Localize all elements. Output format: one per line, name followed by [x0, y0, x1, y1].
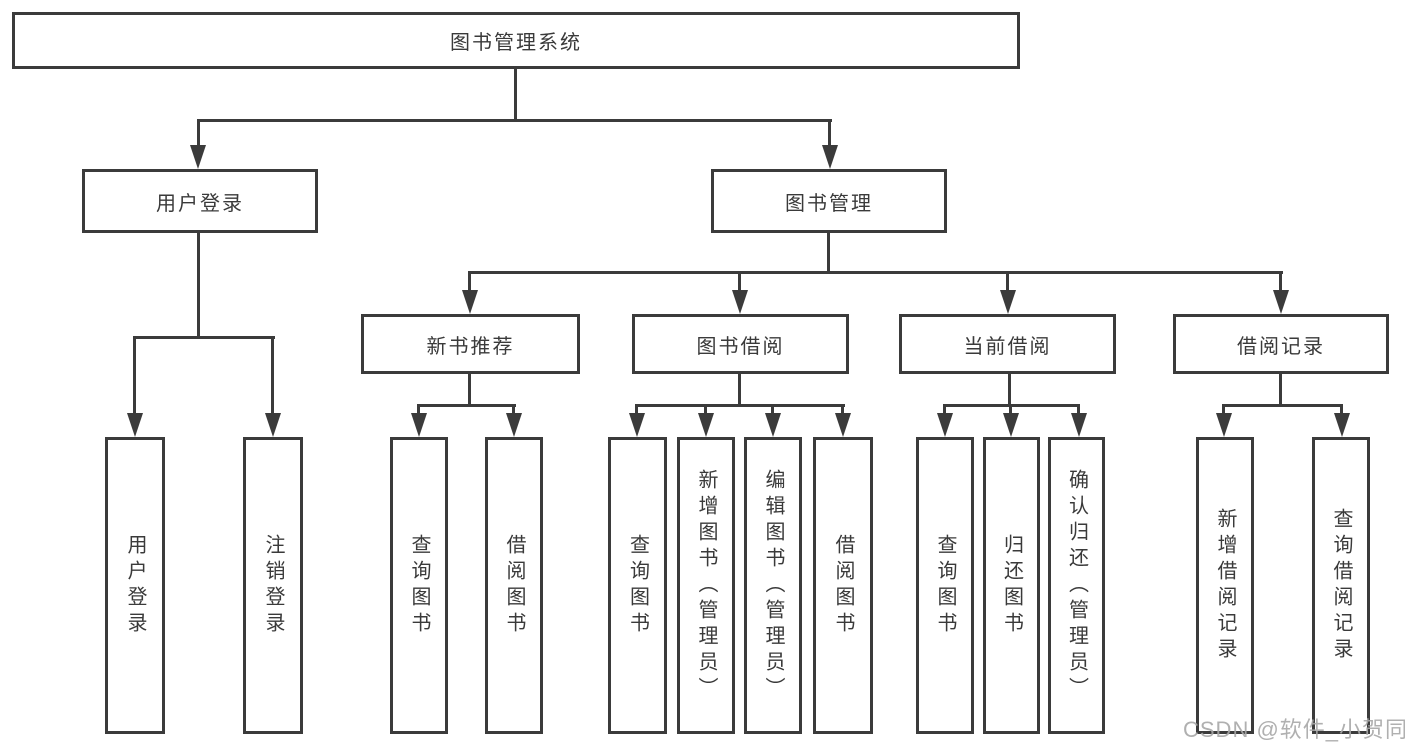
arrow-down-icon: [1273, 290, 1289, 314]
connector-borrowing-drop-1: [635, 404, 638, 415]
leaf-label: 查询图书: [934, 533, 956, 638]
arrow-down-icon: [462, 290, 478, 314]
connector-root-rail: [197, 119, 832, 122]
leaf-label: 确认归还（管理员）: [1065, 468, 1088, 703]
leaf-return-books: 归还图书: [983, 437, 1040, 734]
leaf-label: 编辑图书（管理员）: [762, 468, 784, 703]
arrow-down-icon: [506, 413, 522, 437]
node-new-book-recommendation: 新书推荐: [361, 314, 580, 374]
arrow-down-icon: [1003, 413, 1019, 437]
connector-recommend-drop-2: [512, 404, 515, 415]
node-book-borrowing: 图书借阅: [632, 314, 849, 374]
connector-records-rail: [1222, 404, 1343, 407]
connector-records-drop-2: [1340, 404, 1343, 415]
leaf-query-books-borrowing: 查询图书: [608, 437, 667, 734]
leaf-confirm-return-admin: 确认归还（管理员）: [1048, 437, 1105, 734]
arrow-down-icon: [190, 145, 206, 169]
connector-userlogin-drop-1: [133, 336, 136, 415]
node-borrowing-records: 借阅记录: [1173, 314, 1389, 374]
connector-recommend-stem: [468, 374, 471, 406]
connector-userlogin-drop-2: [271, 336, 274, 415]
leaf-label: 查询借阅记录: [1330, 507, 1352, 664]
node-label: 图书借阅: [696, 335, 785, 358]
leaf-label: 新增借阅记录: [1214, 507, 1236, 664]
csdn-watermark: CSDN @软件_小贺同学: [1183, 717, 1405, 742]
connector-borrowing-drop-2: [704, 404, 707, 415]
node-label: 借阅记录: [1237, 335, 1325, 358]
leaf-label: 注销登录: [262, 533, 284, 638]
connector-bookmgmt-drop-1: [468, 271, 471, 292]
connector-borrowing-stem: [738, 374, 741, 406]
leaf-label: 查询图书: [408, 533, 430, 638]
arrow-down-icon: [265, 413, 281, 437]
connector-recommend-rail: [417, 404, 516, 407]
connector-borrowing-drop-4: [841, 404, 844, 415]
connector-root-drop-left: [197, 119, 200, 147]
arrow-down-icon: [1071, 413, 1087, 437]
arrow-down-icon: [1216, 413, 1232, 437]
connector-current-stem: [1008, 374, 1011, 406]
node-label: 图书管理: [785, 192, 873, 215]
connector-bookmgmt-drop-4: [1279, 271, 1282, 292]
leaf-label: 借阅图书: [832, 533, 854, 638]
leaf-logout: 注销登录: [243, 437, 303, 734]
connector-records-drop-1: [1222, 404, 1225, 415]
arrow-down-icon: [127, 413, 143, 437]
leaf-query-books-recommend: 查询图书: [390, 437, 448, 734]
leaf-label: 归还图书: [1000, 533, 1023, 638]
connector-bookmgmt-drop-2: [738, 271, 741, 292]
connector-recommend-drop-1: [417, 404, 420, 415]
arrow-down-icon: [1334, 413, 1350, 437]
connector-root-drop-right: [828, 119, 831, 147]
leaf-borrow-books-recommend: 借阅图书: [485, 437, 543, 734]
leaf-query-borrow-record: 查询借阅记录: [1312, 437, 1370, 734]
leaf-label: 新增图书（管理员）: [695, 468, 717, 703]
node-book-management: 图书管理: [711, 169, 947, 233]
connector-bookmgmt-rail: [468, 271, 1283, 274]
leaf-label: 借阅图书: [503, 533, 525, 638]
leaf-user-login: 用户登录: [105, 437, 165, 734]
arrow-down-icon: [629, 413, 645, 437]
node-current-borrowing: 当前借阅: [899, 314, 1116, 374]
connector-userlogin-stem: [197, 233, 200, 338]
node-label: 新书推荐: [426, 335, 515, 358]
connector-current-drop-3: [1077, 404, 1080, 415]
connector-userlogin-rail: [133, 336, 275, 339]
node-library-management-system: 图书管理系统: [12, 12, 1020, 69]
connector-bookmgmt-stem: [827, 233, 830, 273]
arrow-down-icon: [411, 413, 427, 437]
connector-borrowing-rail: [635, 404, 845, 407]
leaf-add-books-admin: 新增图书（管理员）: [677, 437, 735, 734]
node-label: 当前借阅: [963, 335, 1052, 358]
arrow-down-icon: [698, 413, 714, 437]
node-label: 图书管理系统: [450, 32, 582, 54]
leaf-label: 用户登录: [124, 533, 146, 638]
connector-current-drop-2: [1009, 404, 1012, 415]
arrow-down-icon: [1000, 290, 1016, 314]
arrow-down-icon: [732, 290, 748, 314]
connector-root-stem: [514, 69, 517, 122]
node-label: 用户登录: [156, 192, 244, 215]
leaf-label: 查询图书: [626, 533, 649, 638]
connector-current-drop-1: [943, 404, 946, 415]
connector-borrowing-drop-3: [771, 404, 774, 415]
leaf-borrow-books-borrowing: 借阅图书: [813, 437, 873, 734]
leaf-add-borrow-record: 新增借阅记录: [1196, 437, 1254, 734]
node-user-login: 用户登录: [82, 169, 318, 233]
arrow-down-icon: [937, 413, 953, 437]
leaf-edit-books-admin: 编辑图书（管理员）: [744, 437, 802, 734]
connector-records-stem: [1279, 374, 1282, 406]
arrow-down-icon: [835, 413, 851, 437]
arrow-down-icon: [765, 413, 781, 437]
arrow-down-icon: [822, 145, 838, 169]
leaf-query-books-current: 查询图书: [916, 437, 974, 734]
connector-bookmgmt-drop-3: [1006, 271, 1009, 292]
